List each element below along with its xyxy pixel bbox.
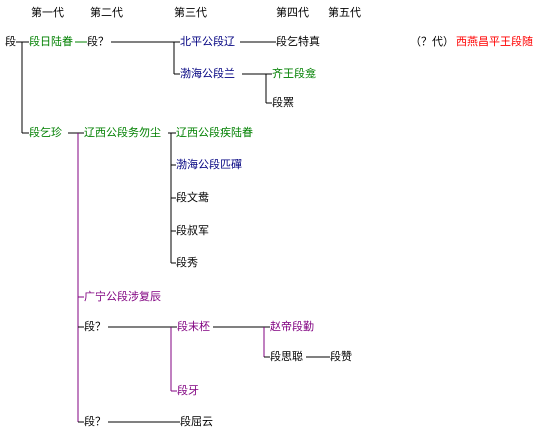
note-prefix: （？代） xyxy=(410,35,454,48)
node-duan-qitezhen: 段乞特真 xyxy=(276,35,320,48)
node-wenyang: 段文鸯 xyxy=(176,191,209,204)
node-pidi: 渤海公段匹磾 xyxy=(176,158,242,171)
node-zan: 段赞 xyxy=(330,350,352,363)
node-beiping: 北平公段辽 xyxy=(180,35,235,48)
node-bohai: 渤海公段兰 xyxy=(180,67,235,80)
node-duan-unknown-a: 段？ xyxy=(87,35,109,48)
node-shujun: 段叔军 xyxy=(176,224,209,237)
node-sicong: 段思聪 xyxy=(270,350,303,363)
generation-header-1: 第一代 xyxy=(31,6,64,19)
node-shefuchen: 广宁公段涉复辰 xyxy=(84,290,161,303)
node-qiwang: 齐王段龛 xyxy=(272,67,316,80)
note-main: 西燕昌平王段随 xyxy=(456,35,533,48)
generation-header-2: 第二代 xyxy=(90,6,123,19)
node-duan-pi: 段罴 xyxy=(272,96,294,109)
node-xiu: 段秀 xyxy=(176,256,198,269)
node-quyun: 段屈云 xyxy=(180,415,213,428)
node-ya: 段牙 xyxy=(177,384,199,397)
node-duan-unknown-b: 段？ xyxy=(84,320,106,333)
node-rilujuan: 段日陆眷 xyxy=(29,35,73,48)
node-duan-qizhen: 段乞珍 xyxy=(29,126,62,139)
generation-header-4: 第四代 xyxy=(276,6,309,19)
node-mopei: 段末柸 xyxy=(177,320,210,333)
node-wuwuchen: 辽西公段务勿尘 xyxy=(84,126,161,139)
node-duan-unknown-c: 段？ xyxy=(84,415,106,428)
node-root: 段 xyxy=(5,35,16,48)
generation-header-5: 第五代 xyxy=(328,6,361,19)
node-jiliujuan: 辽西公段疾陆眷 xyxy=(176,126,253,139)
generation-header-3: 第三代 xyxy=(174,6,207,19)
node-yaqin: 赵帝段勤 xyxy=(270,320,314,333)
